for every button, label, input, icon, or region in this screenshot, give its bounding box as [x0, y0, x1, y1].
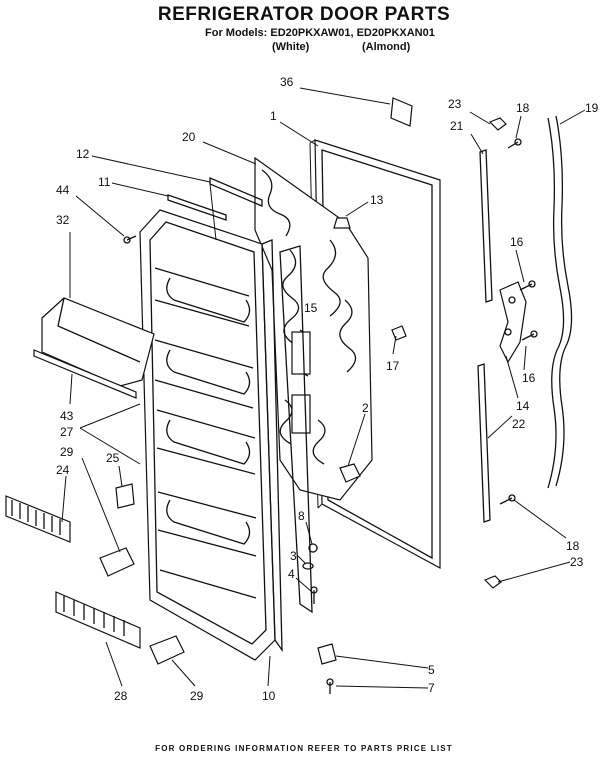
callout-label: 17 — [386, 359, 400, 373]
callout-label: 25 — [106, 451, 120, 465]
callout-label: 1 — [270, 109, 277, 123]
callout-label: 32 — [56, 213, 70, 227]
hinge-bracket — [499, 281, 527, 364]
callout-label: 16 — [510, 235, 524, 249]
small-hardware — [123, 97, 538, 694]
callout-label: 23 — [448, 97, 462, 111]
callout-label: 14 — [516, 399, 530, 413]
callout-label: 2 — [362, 401, 369, 415]
callout-labels: 36 23 18 19 1 21 20 12 13 11 44 32 16 15… — [56, 75, 599, 703]
callout-label: 8 — [298, 509, 305, 523]
door-liner — [139, 209, 313, 661]
callout-label: 11 — [98, 175, 111, 189]
callout-label: 19 — [585, 101, 599, 115]
door-seal-bar — [547, 115, 573, 489]
callout-label: 43 — [60, 409, 74, 423]
callout-label: 29 — [190, 689, 204, 703]
ordering-note: FOR ORDERING INFORMATION REFER TO PARTS … — [155, 744, 453, 753]
callout-label: 13 — [370, 193, 384, 207]
shelf-parts — [5, 483, 185, 665]
callout-label: 16 — [522, 371, 536, 385]
callout-label: 22 — [512, 417, 526, 431]
callout-label: 10 — [262, 689, 276, 703]
hinge-strips — [477, 149, 493, 523]
callout-label: 23 — [570, 555, 584, 569]
leader-lines — [61, 87, 586, 689]
variant-almond: (Almond) — [362, 41, 411, 53]
callout-label: 7 — [428, 681, 435, 695]
callout-label: 44 — [56, 183, 70, 197]
callout-label: 24 — [56, 463, 70, 477]
diagram-title: REFRIGERATOR DOOR PARTS — [157, 4, 451, 25]
dairy-compartment — [33, 297, 155, 399]
variant-white: (White) — [272, 41, 310, 53]
callout-label: 5 — [428, 663, 435, 677]
callout-label: 12 — [76, 147, 90, 161]
callout-label: 29 — [60, 445, 74, 459]
callout-label: 20 — [182, 130, 196, 144]
callout-label: 15 — [304, 301, 318, 315]
callout-label: 4 — [288, 567, 295, 581]
callout-label: 21 — [450, 119, 464, 133]
callout-label: 28 — [114, 689, 128, 703]
callout-label: 18 — [566, 539, 580, 553]
callout-label: 3 — [290, 549, 297, 563]
callout-label: 27 — [60, 425, 74, 439]
callout-label: 18 — [516, 101, 530, 115]
callout-label: 36 — [280, 75, 294, 89]
models-line: For Models: ED20PKXAW01, ED20PKXAN01 — [205, 27, 435, 39]
